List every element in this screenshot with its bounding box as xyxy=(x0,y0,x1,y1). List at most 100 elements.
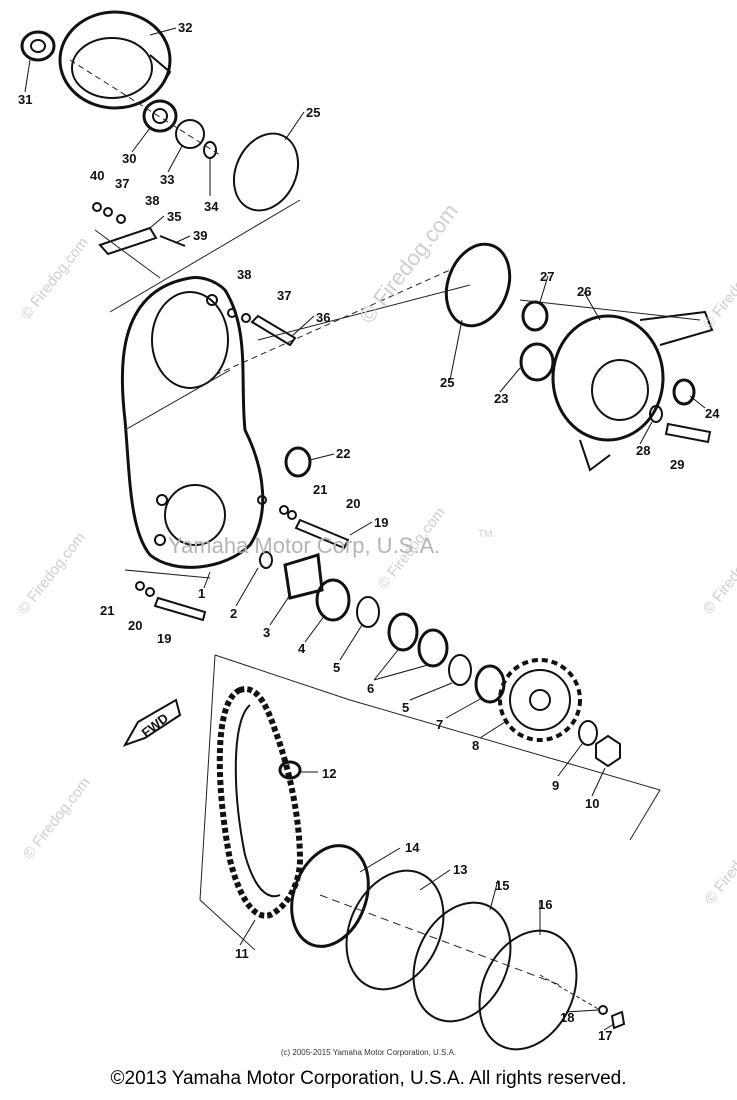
part-17-bolt xyxy=(610,1010,626,1030)
chain-case xyxy=(120,276,267,569)
part-5-circlip-b xyxy=(448,654,472,686)
callout-36: 36 xyxy=(316,310,330,325)
part-25-oring-lower xyxy=(444,242,512,328)
part-18-washer xyxy=(598,1005,608,1015)
part-32-cover xyxy=(58,10,172,110)
callout-1: 1 xyxy=(198,586,205,601)
part-37-washer-mid xyxy=(241,313,251,323)
callout-9: 9 xyxy=(552,778,559,793)
part-28-washer xyxy=(649,405,663,423)
fwd-arrow xyxy=(122,698,182,747)
callout-27: 27 xyxy=(540,269,554,284)
watermark-firedog-right-lower: © Firedog.com xyxy=(700,529,737,617)
part-19-bolt-upper xyxy=(294,518,350,550)
part-7-spacer xyxy=(474,664,506,704)
callout-33: 33 xyxy=(160,172,174,187)
callout-11: 11 xyxy=(235,946,249,961)
callout-7: 7 xyxy=(436,717,443,732)
part-3-hub xyxy=(283,553,324,600)
assembly-lines xyxy=(69,59,701,1011)
part-22-plug xyxy=(284,446,312,478)
callout-labels: 1 2 3 4 5 5 6 7 8 9 10 11 12 13 14 15 16… xyxy=(18,20,720,1043)
part-33-ring xyxy=(175,119,205,149)
callout-3: 3 xyxy=(263,625,270,640)
callout-20b: 20 xyxy=(128,618,142,633)
part-6-seal-b xyxy=(417,628,449,668)
part-35-bracket xyxy=(98,226,158,256)
callout-25b: 25 xyxy=(440,375,454,390)
watermark-trademark: TM xyxy=(478,529,492,540)
part-14-oring xyxy=(290,844,370,948)
part-8-sprocket xyxy=(498,658,582,742)
part-36-bolt xyxy=(250,314,297,347)
part-34-ring xyxy=(203,141,217,159)
part-21-washer-lower xyxy=(135,581,145,591)
callout-8: 8 xyxy=(472,738,479,753)
callout-31: 31 xyxy=(18,92,32,107)
callout-15: 15 xyxy=(495,878,509,893)
callout-32: 32 xyxy=(178,20,192,35)
callout-39: 39 xyxy=(193,228,207,243)
part-12-link xyxy=(278,760,302,780)
callout-5b: 5 xyxy=(402,700,409,715)
part-25-oring-upper xyxy=(232,132,300,212)
callout-19b: 19 xyxy=(157,631,171,646)
callout-12: 12 xyxy=(322,766,336,781)
part-10-nut xyxy=(595,734,621,768)
watermark-brand: Yamaha Motor Corp, U.S.A. xyxy=(168,533,440,558)
callout-35: 35 xyxy=(167,209,181,224)
part-24-seal xyxy=(672,378,696,406)
watermark-firedog-left: © Firedog.com xyxy=(18,234,92,322)
footer-copyright: ©2013 Yamaha Motor Corporation, U.S.A. A… xyxy=(110,1068,627,1089)
part-9-washer xyxy=(578,720,598,746)
leader-lines xyxy=(24,27,706,1031)
watermark-firedog-large: © Firedog.com xyxy=(354,199,463,328)
callout-2: 2 xyxy=(230,606,237,621)
part-19-bolt-lower xyxy=(153,596,207,622)
callout-5a: 5 xyxy=(333,660,340,675)
small-copyright: (c) 2005-2015 Yamaha Motor Corporation, … xyxy=(280,1048,457,1057)
callout-38a: 38 xyxy=(145,193,159,208)
watermark-firedog-right-bottom: © Firedog.com xyxy=(702,819,737,907)
watermark-firedog-left-lower: © Firedog.com xyxy=(15,529,89,617)
callout-14: 14 xyxy=(405,840,420,855)
fwd-label: FWD xyxy=(139,710,172,740)
watermark-firedog-left-bottom: © Firedog.com xyxy=(20,774,94,862)
callout-30: 30 xyxy=(122,151,136,166)
part-27-seal xyxy=(521,300,549,332)
callout-16: 16 xyxy=(538,897,552,912)
part-26-housing xyxy=(551,310,714,472)
part-37-washer-upper xyxy=(103,207,113,217)
part-20-washer-upper xyxy=(287,510,297,520)
callout-24: 24 xyxy=(705,406,720,421)
part-38-washer-upper xyxy=(116,214,126,224)
callout-40: 40 xyxy=(90,168,104,183)
part-39-bolt xyxy=(159,235,186,247)
callout-28: 28 xyxy=(636,443,650,458)
part-29-bolt xyxy=(664,422,712,444)
part-4-bearing xyxy=(315,578,351,622)
callout-25a: 25 xyxy=(306,105,320,120)
watermark-firedog-right: © Firedog.com xyxy=(700,244,737,332)
callout-4: 4 xyxy=(298,641,306,656)
callout-29: 29 xyxy=(670,457,684,472)
callout-21a: 21 xyxy=(313,482,327,497)
part-5-circlip-a xyxy=(356,596,380,628)
callout-6: 6 xyxy=(367,681,374,696)
callout-17: 17 xyxy=(598,1028,612,1043)
callout-10: 10 xyxy=(585,796,599,811)
part-40-nut xyxy=(92,202,102,212)
callout-13: 13 xyxy=(453,862,467,877)
callout-22: 22 xyxy=(336,446,350,461)
part-16-cover xyxy=(478,929,578,1051)
part-23-bearing xyxy=(519,342,555,382)
callout-26: 26 xyxy=(577,284,591,299)
part-30-bearing xyxy=(142,99,178,133)
callout-37a: 37 xyxy=(115,176,129,191)
part-11-chain xyxy=(216,686,304,919)
callout-34: 34 xyxy=(204,199,219,214)
callout-37b: 37 xyxy=(277,288,291,303)
part-6-seal-a xyxy=(387,612,419,652)
callout-21b: 21 xyxy=(100,603,114,618)
